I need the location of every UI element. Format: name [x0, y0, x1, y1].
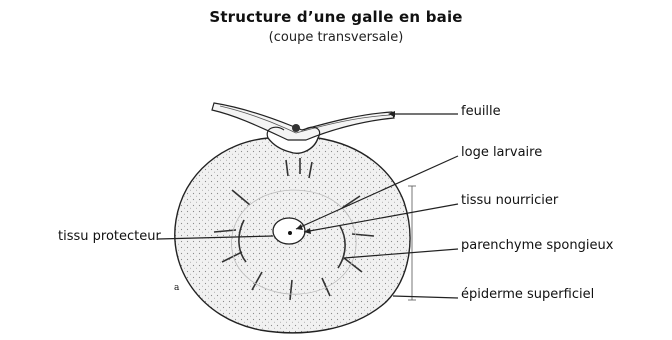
label-parenchyme-spongieux: parenchyme spongieux: [461, 238, 613, 253]
label-epiderme-superficiel: épiderme superficiel: [461, 287, 594, 302]
label-feuille: feuille: [461, 104, 501, 119]
leaf-shape: [212, 103, 394, 140]
label-loge-larvaire: loge larvaire: [461, 145, 542, 160]
larval-chamber: [273, 218, 305, 244]
label-tissu-nourricier: tissu nourricier: [461, 193, 558, 208]
leader-line-epiderme: [393, 296, 458, 298]
figure-letter: a: [174, 283, 179, 293]
label-tissu-protecteur: tissu protecteur: [58, 229, 161, 244]
